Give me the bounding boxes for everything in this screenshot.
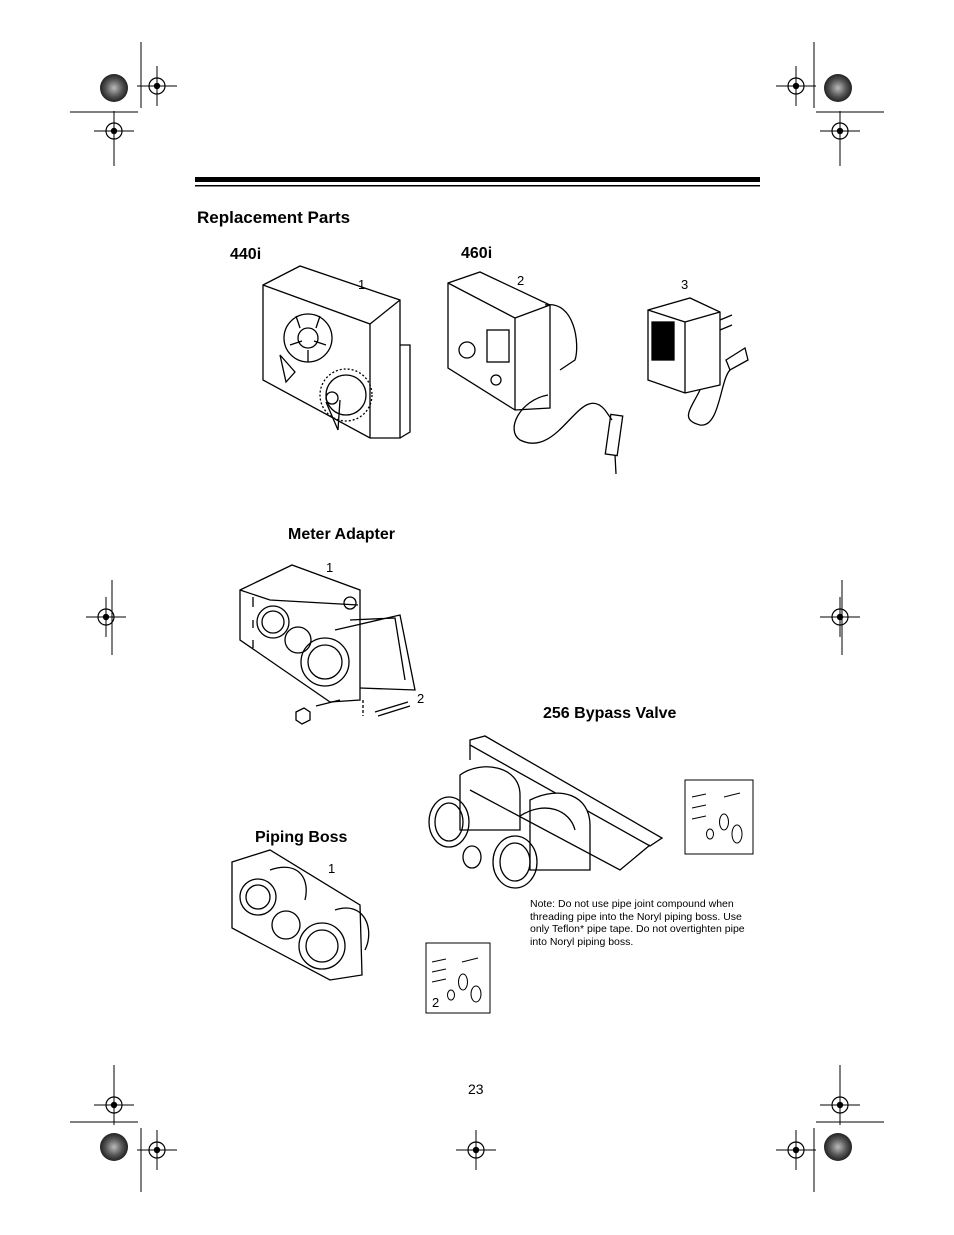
callout-number: 3 (681, 277, 689, 292)
callout-number: 1 (358, 277, 366, 292)
460i-timer-illustration (447, 271, 624, 475)
crosshair-icon (136, 1129, 178, 1171)
color-target-icon (824, 1133, 852, 1161)
section-heading-bypass-valve: 256 Bypass Valve (543, 705, 677, 722)
crosshair-icon (455, 1129, 497, 1171)
bypass-valve-illustration (428, 735, 664, 889)
meter-adapter-illustration (239, 564, 416, 725)
callout-number: 1 (326, 560, 334, 575)
section-heading-meter-adapter: Meter Adapter (288, 526, 395, 543)
section-heading-440i: 440i (230, 246, 262, 263)
crosshair-icon (819, 596, 861, 638)
registration-top (70, 42, 884, 166)
registration-bottom (70, 1065, 884, 1192)
crosshair-icon (85, 596, 127, 638)
callout-number: 2 (432, 995, 440, 1010)
piping-boss-illustration (231, 849, 370, 981)
color-target-icon (100, 1133, 128, 1161)
header-rule-thick (195, 177, 760, 182)
hardware-kit-left (425, 942, 491, 1014)
section-heading-piping-boss: Piping Boss (255, 829, 348, 846)
page-title: Replacement Parts (197, 208, 351, 227)
crosshair-icon (775, 65, 817, 107)
callout-number: 2 (417, 691, 425, 706)
header-rule-thin (195, 185, 760, 187)
section-heading-460i: 460i (461, 245, 493, 262)
crosshair-icon (775, 1129, 817, 1171)
hardware-kit-right (684, 779, 754, 855)
callout-number: 1 (328, 861, 336, 876)
power-adapter-illustration (647, 297, 749, 426)
callout-number: 2 (517, 273, 525, 288)
crosshair-icon (136, 65, 178, 107)
installation-note: Note: Do not use pipe joint compound whe… (530, 898, 745, 948)
color-target-icon (100, 74, 128, 102)
page-number: 23 (468, 1081, 484, 1097)
color-target-icon (824, 74, 852, 102)
440i-timer-illustration (262, 265, 411, 439)
